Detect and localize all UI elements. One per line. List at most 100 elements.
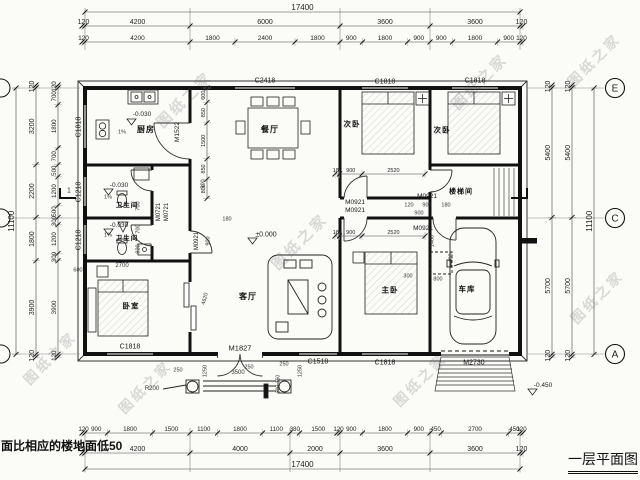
svg-text:3600: 3600 (467, 19, 483, 26)
watermark-3: 图纸之家 (564, 30, 624, 90)
dim-stair-1400: 1400 (429, 234, 436, 248)
svg-text:850: 850 (201, 108, 207, 117)
svg-text:120: 120 (545, 80, 552, 92)
svg-text:120: 120 (516, 446, 528, 453)
watermark-1: 图纸之家 (153, 68, 217, 132)
svg-text:120: 120 (78, 19, 90, 26)
svg-text:120: 120 (29, 350, 36, 362)
dim-corridor-700a: 700 (135, 201, 142, 211)
room-master: 主卧 (381, 285, 399, 295)
door-m0721-bath1-label: M0721 (156, 202, 162, 222)
level-bath2: -0.030 (109, 221, 129, 229)
window-c1818-master-label: C1818 (374, 359, 396, 367)
svg-text:11100: 11100 (7, 210, 16, 232)
svg-text:3600: 3600 (377, 446, 393, 453)
svg-text:A: A (612, 350, 619, 361)
window-c1218-bath2-label: C1218 (75, 229, 83, 251)
garage-car (429, 227, 500, 345)
svg-text:4200: 4200 (130, 19, 146, 26)
svg-text:120: 120 (333, 426, 344, 433)
slope-bath1: 1% (104, 194, 112, 201)
dim-chain-bottom_total: 17400 (82, 460, 523, 473)
stairs (493, 168, 515, 216)
dim-corridor-180: 180 (222, 216, 232, 223)
dim-corridor-900: 900 (205, 236, 212, 246)
svg-text:180: 180 (333, 168, 342, 174)
dim-bedroom-width: 2700 (115, 263, 129, 269)
svg-text:1500: 1500 (311, 426, 325, 433)
svg-text:120: 120 (565, 350, 572, 362)
dim-bedroom-offset: 600 (73, 267, 83, 274)
svg-text:1500: 1500 (164, 426, 178, 433)
dim-hall-180: 180 (441, 202, 451, 209)
svg-text:120: 120 (516, 19, 528, 26)
svg-text:2520: 2520 (387, 168, 399, 174)
svg-text:500: 500 (51, 165, 58, 176)
svg-text:120: 120 (516, 35, 527, 42)
dim-porch-r200: R200 (144, 386, 160, 392)
svg-text:120: 120 (29, 80, 36, 92)
svg-text:2200: 2200 (29, 183, 36, 199)
watermark-5: 图纸之家 (20, 328, 80, 388)
svg-text:120: 120 (78, 426, 89, 433)
section-marks (59, 188, 537, 244)
svg-text:3600: 3600 (467, 446, 483, 453)
svg-text:1800: 1800 (233, 426, 247, 433)
svg-text:900: 900 (346, 230, 355, 236)
dim-porch-3500: 3500 (231, 370, 245, 376)
dim-living-4620: 4620 (200, 292, 210, 306)
svg-text:120: 120 (516, 426, 527, 433)
watermark-6: 图纸之家 (115, 357, 175, 417)
door-m0921-garage-label: M0921 (413, 224, 433, 232)
svg-text:120: 120 (78, 35, 89, 42)
room-bath-1: 卫生间 (115, 201, 139, 209)
room-bedroom2-1: 次卧 (343, 119, 361, 129)
bedroom-furniture (87, 91, 516, 337)
svg-text:17400: 17400 (291, 460, 314, 469)
svg-text:5400: 5400 (565, 145, 572, 161)
svg-text:1100: 1100 (270, 426, 284, 433)
living-furniture (267, 254, 333, 340)
svg-text:120: 120 (51, 350, 58, 361)
door-m1827-entrance-label: M1827 (228, 343, 252, 353)
dim-garage-400: 400 (448, 253, 455, 263)
garage-ramp (434, 356, 516, 392)
dim-porch-300: 300 (275, 384, 282, 394)
svg-text:1800: 1800 (205, 35, 220, 42)
dim-porch-1250b: 1250 (297, 364, 304, 378)
interior-walls (85, 88, 520, 354)
room-bath-2: 卫生间 (115, 234, 139, 242)
svg-text:C: C (611, 214, 618, 225)
svg-text:1200: 1200 (51, 232, 58, 246)
dim-porch-1250a: 1250 (202, 364, 209, 378)
svg-text:1800: 1800 (51, 119, 58, 133)
svg-text:450: 450 (430, 426, 441, 433)
drawing-title: 一层平面图 (568, 449, 638, 474)
svg-text:900: 900 (346, 426, 357, 433)
svg-text:500: 500 (51, 206, 58, 217)
door-m2730-garage-label: M2730 (463, 359, 485, 367)
door-m0921-hall-label: M0921 (194, 231, 200, 251)
dim-garage-800: 800 (433, 276, 443, 283)
window-c1818-bedroom-label: C1818 (119, 343, 141, 351)
level-living: ±0.000 (255, 231, 277, 239)
svg-text:120: 120 (51, 81, 58, 92)
door-m0921-stairwell-label: M0921 (417, 192, 437, 200)
svg-text:3900: 3900 (51, 300, 58, 314)
svg-text:1800: 1800 (123, 426, 137, 433)
dim-chain-right_total: 11100 (585, 85, 598, 358)
svg-text:1100: 1100 (197, 426, 211, 433)
svg-text:4200: 4200 (130, 446, 146, 453)
grid-bubble-A: A (0, 343, 626, 365)
svg-text:900: 900 (414, 426, 425, 433)
svg-text:3200: 3200 (29, 118, 36, 134)
svg-text:800: 800 (201, 184, 207, 193)
window-c1818-bedroom2-1-label: C1818 (374, 78, 396, 86)
